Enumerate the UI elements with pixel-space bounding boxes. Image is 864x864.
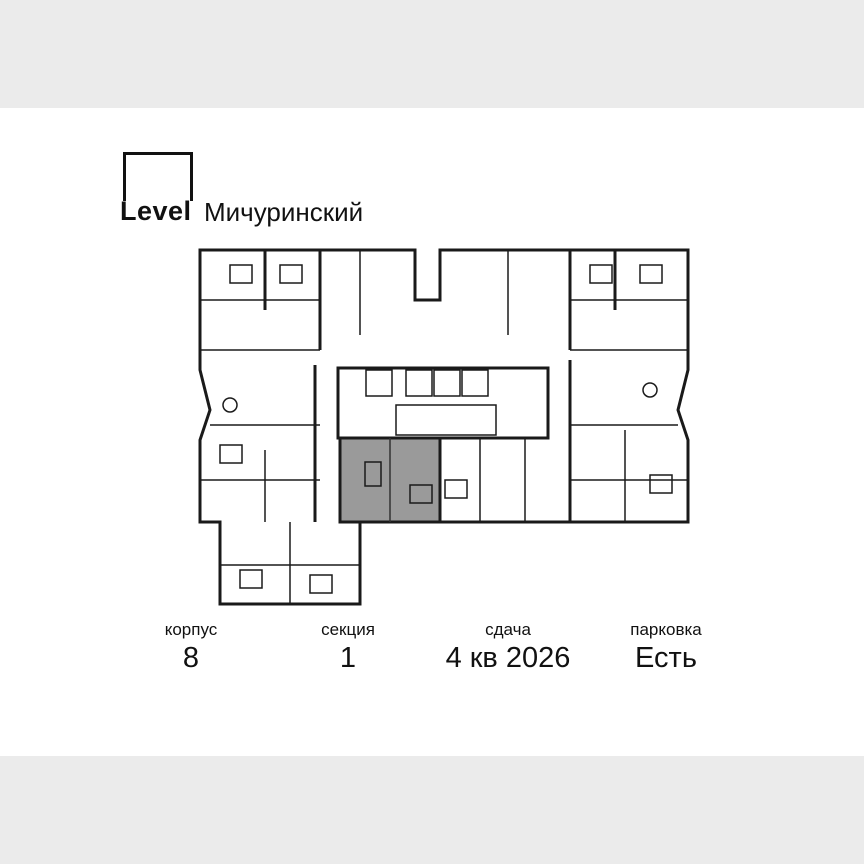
bed-icon [639, 264, 663, 284]
staircase [395, 404, 497, 436]
info-value: 4 кв 2026 [445, 642, 571, 674]
bed-icon [219, 444, 243, 464]
logo-project-name: Мичуринский [204, 197, 364, 227]
bed-icon [229, 264, 253, 284]
bed-icon [649, 474, 673, 494]
info-label: сдача [485, 620, 531, 639]
info-label: парковка [630, 620, 702, 639]
info-completion: сдача 4 кв 2026 [428, 620, 588, 675]
info-label: секция [321, 620, 375, 639]
elevator-shaft [365, 369, 393, 397]
info-parking: парковка Есть [586, 620, 746, 675]
bed-icon [239, 569, 263, 589]
bed-icon [279, 264, 303, 284]
info-section: секция 1 [268, 620, 428, 675]
info-building: корпус 8 [111, 620, 271, 675]
bed-icon [444, 479, 468, 499]
logo-brand: Level [120, 196, 192, 226]
table-icon [364, 461, 382, 487]
bed-icon [309, 574, 333, 594]
bed-icon [409, 484, 433, 504]
info-label: корпус [164, 620, 218, 639]
elevator-shaft [405, 369, 433, 397]
elevator-shaft [433, 369, 461, 397]
table-icon [222, 397, 238, 413]
floor-plan-card [0, 108, 864, 756]
table-icon [642, 382, 658, 398]
bed-icon [589, 264, 613, 284]
interior-walls [200, 250, 688, 604]
info-value: 8 [182, 642, 200, 674]
floor-plan [198, 248, 690, 606]
logo-square [123, 152, 193, 201]
outer-wall [198, 248, 690, 606]
building-core [336, 366, 550, 440]
info-value: 1 [339, 642, 357, 674]
info-value: Есть [635, 642, 697, 674]
elevator-shaft [461, 369, 489, 397]
